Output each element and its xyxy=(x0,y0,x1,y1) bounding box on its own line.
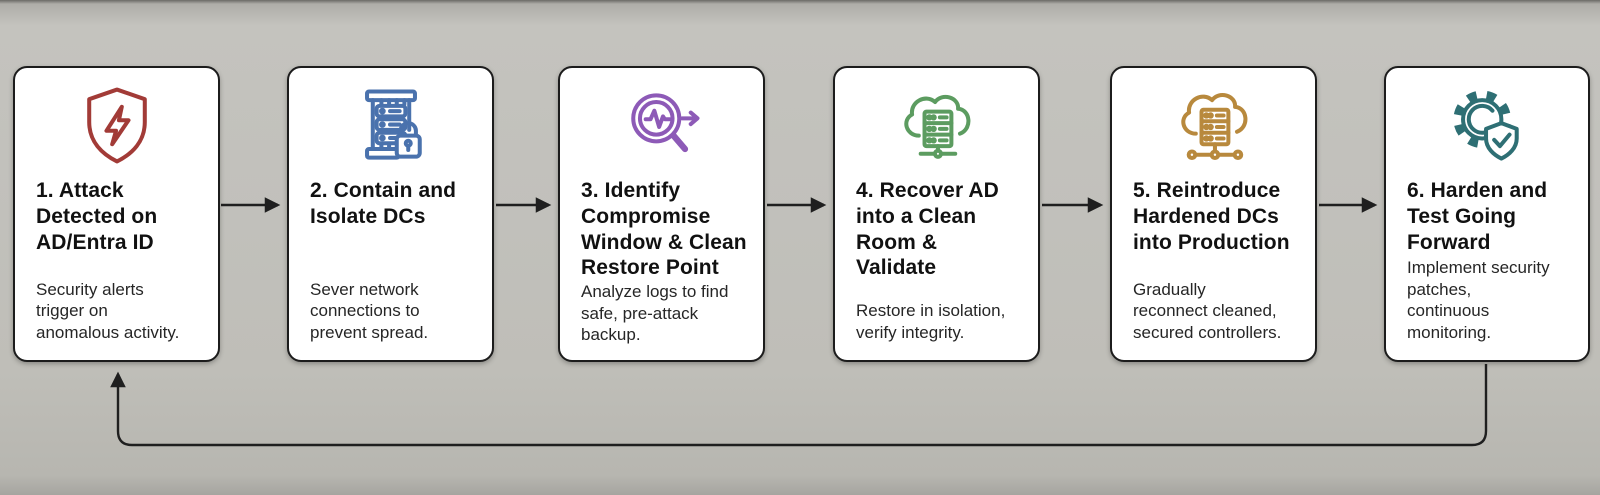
step-description: Sever network connections to prevent spr… xyxy=(310,279,429,342)
step-title: 4. Recover AD into a Clean Room & Valida… xyxy=(856,179,999,280)
step-title: 3. Identify Compromise Window & Clean Re… xyxy=(581,179,747,280)
step-card-3: 3. Identify Compromise Window & Clean Re… xyxy=(558,66,765,362)
step-title: 1. Attack Detected on AD/Entra ID xyxy=(36,179,158,254)
step-description: Analyze logs to find safe, pre-attack ba… xyxy=(581,282,729,345)
magnifier-pulse-icon xyxy=(560,78,763,174)
step-card-5: 5. Reintroduce Hardened DCs into Product… xyxy=(1110,66,1317,362)
shield-lightning-icon xyxy=(15,78,218,174)
step-title: 2. Contain and Isolate DCs xyxy=(310,179,457,228)
server-lock-icon xyxy=(289,78,492,174)
step-card-2: 2. Contain and Isolate DCs Sever network… xyxy=(287,66,494,362)
step-card-4: 4. Recover AD into a Clean Room & Valida… xyxy=(833,66,1040,362)
step-title: 5. Reintroduce Hardened DCs into Product… xyxy=(1133,179,1290,254)
step-card-6: 6. Harden and Test Going Forward Impleme… xyxy=(1384,66,1590,362)
gear-shield-check-icon xyxy=(1386,78,1588,174)
cloud-server-icon xyxy=(835,78,1038,174)
step-description: Gradually reconnect cleaned, secured con… xyxy=(1133,279,1282,342)
step-description: Implement security patches, continuous m… xyxy=(1407,258,1550,342)
step-card-1: 1. Attack Detected on AD/Entra ID Securi… xyxy=(13,66,220,362)
loop-back-arrow xyxy=(110,364,1488,447)
step-title: 6. Harden and Test Going Forward xyxy=(1407,179,1548,254)
cloud-network-icon xyxy=(1112,78,1315,174)
step-description: Security alerts trigger on anomalous act… xyxy=(36,279,180,342)
step-description: Restore in isolation, verify integrity. xyxy=(856,301,1006,342)
